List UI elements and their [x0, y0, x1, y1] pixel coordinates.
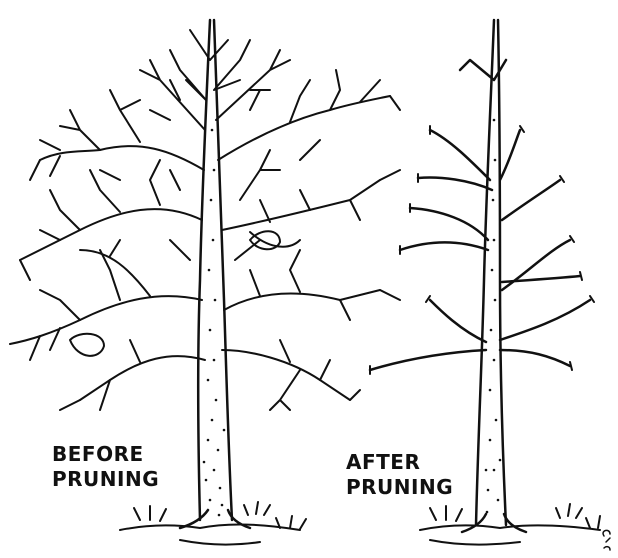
before-ground — [120, 502, 306, 545]
after-label-line-2: PRUNING — [346, 475, 453, 500]
after-trunk — [462, 20, 526, 532]
before-label-line-2: PRUNING — [52, 467, 159, 492]
after-pruning-label: AFTER PRUNING — [346, 450, 453, 500]
before-bark-dots — [203, 129, 226, 517]
after-label-line-1: AFTER — [346, 450, 453, 475]
after-branches — [370, 60, 590, 370]
before-trunk — [180, 20, 250, 528]
before-branches — [10, 30, 400, 410]
before-pruning-label: BEFORE PRUNING — [52, 442, 159, 492]
artist-mark — [603, 530, 610, 550]
before-label-line-1: BEFORE — [52, 442, 159, 467]
